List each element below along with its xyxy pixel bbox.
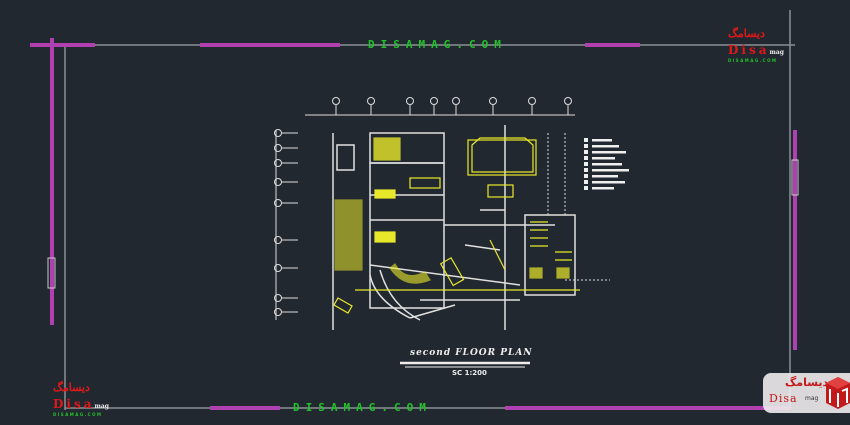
logo-suffix: mag <box>769 49 784 56</box>
legend-swatch <box>584 174 588 178</box>
legend-label <box>592 145 619 148</box>
legend-swatch <box>584 162 588 166</box>
dashed-lines <box>547 133 610 281</box>
grid-bubble <box>274 308 282 316</box>
legend-swatch <box>584 150 588 154</box>
grid-bubble <box>274 159 282 167</box>
plan-scale: SC 1:200 <box>452 369 487 377</box>
logo-top-right[interactable]: دیسامگ Disamag DISAMAG.COM <box>728 28 784 63</box>
legend-label <box>592 139 612 142</box>
logo-name: Disa <box>53 397 95 411</box>
legend-label <box>592 163 622 166</box>
grid-bubble <box>274 236 282 244</box>
legend-swatch <box>584 144 588 148</box>
cube-logo-icon <box>826 377 850 409</box>
legend-label <box>592 169 629 172</box>
watermark-bottom: DISAMAG.COM <box>293 401 432 414</box>
legend-swatch <box>584 180 588 184</box>
legend-label <box>592 151 626 154</box>
frame-marker-left <box>47 257 56 289</box>
legend-label <box>592 187 614 190</box>
grid-bubble <box>452 97 460 105</box>
badge-suffix: mag <box>805 395 819 402</box>
logo-farsi: دیسامگ <box>728 27 765 40</box>
grid-bubble <box>274 294 282 302</box>
grid-bubble <box>332 97 340 105</box>
logo-url: DISAMAG.COM <box>53 412 103 417</box>
logo-bottom-left[interactable]: دیسامگ Disamag DISAMAG.COM <box>53 382 109 417</box>
plan-title: second FLOOR PLAN <box>410 348 533 358</box>
logo-url: DISAMAG.COM <box>728 58 778 63</box>
grid-bubble <box>564 97 572 105</box>
legend-swatch <box>584 156 588 160</box>
logo-name: Disa <box>728 43 770 57</box>
legend-boxes <box>584 138 629 190</box>
grid-bubble <box>430 97 438 105</box>
grid-bubble <box>274 144 282 152</box>
logo-farsi: دیسامگ <box>53 381 90 394</box>
legend-swatch <box>584 138 588 142</box>
frame-marker-right <box>791 159 799 196</box>
logo-suffix: mag <box>94 403 109 410</box>
grid-bubble <box>489 97 497 105</box>
badge-name: Disa <box>769 392 798 405</box>
grid-bubble <box>367 97 375 105</box>
walls <box>332 125 576 330</box>
legend-swatch <box>584 186 588 190</box>
grid-bubble <box>274 199 282 207</box>
legend-label <box>592 175 618 178</box>
grid-bubble <box>274 178 282 186</box>
grid-bubble <box>274 264 282 272</box>
brand-badge[interactable]: دیسامگ Disa mag <box>763 373 850 413</box>
magenta-frame-accents <box>30 38 797 410</box>
grid-bubble <box>528 97 536 105</box>
grid-bubble <box>274 129 282 137</box>
legend-swatch <box>584 168 588 172</box>
watermark-top: DISAMAG.COM <box>368 38 507 51</box>
grid-bubble <box>406 97 414 105</box>
furniture <box>333 137 580 314</box>
legend-label <box>592 181 625 184</box>
legend-label <box>592 157 615 160</box>
shelves <box>530 221 572 261</box>
grid-axes <box>274 97 575 320</box>
badge-farsi: دیسامگ <box>785 376 829 389</box>
